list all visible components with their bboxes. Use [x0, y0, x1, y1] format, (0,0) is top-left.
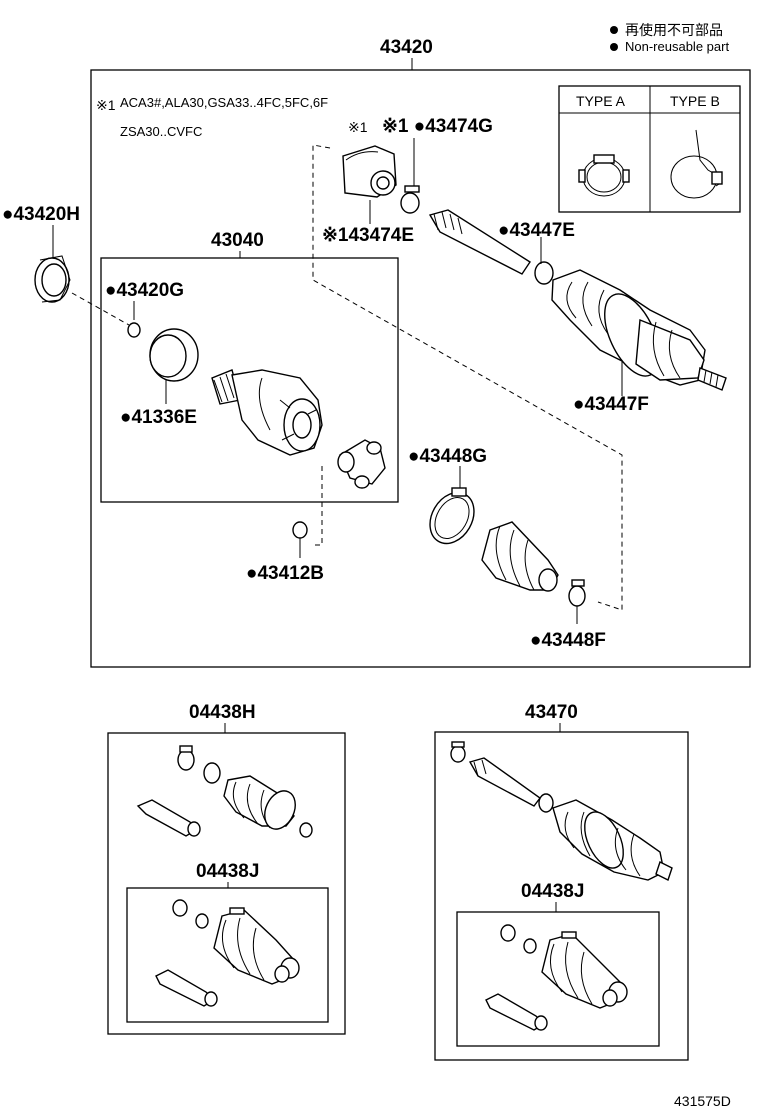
kit-04438J-right-parts [485, 924, 628, 1031]
legend-bullet-icon [610, 43, 618, 51]
label-43448G: ●43448G [408, 446, 487, 467]
legend-nonreusable-text: Non-reusable part [625, 39, 729, 54]
part-tripod-spider [337, 439, 386, 489]
label-04438J-right: 04438J [521, 881, 584, 902]
label-43448F: ●43448F [530, 630, 606, 651]
label-43474G: ※1 ●43474G [382, 116, 493, 137]
label-43447E: ●43447E [498, 220, 575, 241]
label-43420: 43420 [380, 37, 433, 58]
part-43447E-clamp [534, 261, 554, 285]
guide-line-main [312, 144, 623, 611]
label-43474E: ※143474E [322, 225, 414, 246]
drive-shaft [428, 209, 727, 391]
main-assembly-frame [90, 69, 751, 668]
legend-reuse-text: 再使用不可部品 [625, 22, 723, 38]
kit-43470-frame [434, 731, 689, 1061]
kit-04438H-parts [136, 745, 313, 838]
kit-04438J-right-frame [456, 911, 660, 1047]
clamp-type-table: TYPE A TYPE B [558, 85, 741, 213]
label-43412B: ●43412B [246, 563, 324, 584]
type-b-label: TYPE B [670, 93, 720, 109]
label-43470: 43470 [525, 702, 578, 723]
part-43420G-snap-ring [127, 322, 141, 338]
legend: 再使用不可部品 Non-reusable part [610, 22, 729, 54]
kit-04438J-left-parts [155, 899, 300, 1007]
part-43474G-clamp [400, 192, 420, 214]
label-43040: 43040 [211, 230, 264, 251]
label-43447F: ●43447F [573, 394, 649, 415]
subassembly-43040-frame [100, 257, 399, 503]
label-41336E: ●41336E [120, 407, 197, 428]
note-line1: ACA3#,ALA30,GSA33..4FC,5FC,6F [120, 95, 328, 110]
kit-04438H-frame [107, 732, 346, 1035]
note-marker: ※1 [96, 97, 116, 113]
label-43420H: ●43420H [2, 204, 80, 225]
part-43474E-boot [342, 145, 397, 198]
note-line2: ZSA30..CVFC [120, 124, 202, 139]
part-inboard-boot [481, 521, 559, 592]
label-04438J-left: 04438J [196, 861, 259, 882]
part-43448F-clamp [568, 585, 586, 607]
note-marker-43474g: ※1 [348, 119, 368, 135]
type-b-clamp-icon [670, 129, 723, 199]
kit-43470-shaft [450, 741, 673, 881]
part-43448G-clamp [429, 487, 475, 545]
applicability-note: ※1 ACA3#,ALA30,GSA33..4FC,5FC,6F ZSA30..… [96, 95, 328, 139]
part-inboard-joint-housing [211, 369, 323, 456]
label-43420G: ●43420G [105, 280, 184, 301]
label-04438H: 04438H [189, 702, 256, 723]
type-a-label: TYPE A [576, 93, 626, 109]
legend-bullet-icon [610, 26, 618, 34]
part-43412B-snap-ring [292, 521, 308, 539]
type-a-clamp-icon [578, 154, 630, 197]
kit-04438J-left-frame [126, 887, 329, 1023]
part-43420H-seal [34, 255, 71, 303]
figure-id: 431575D [674, 1093, 731, 1109]
part-41336E-ring [149, 328, 199, 382]
